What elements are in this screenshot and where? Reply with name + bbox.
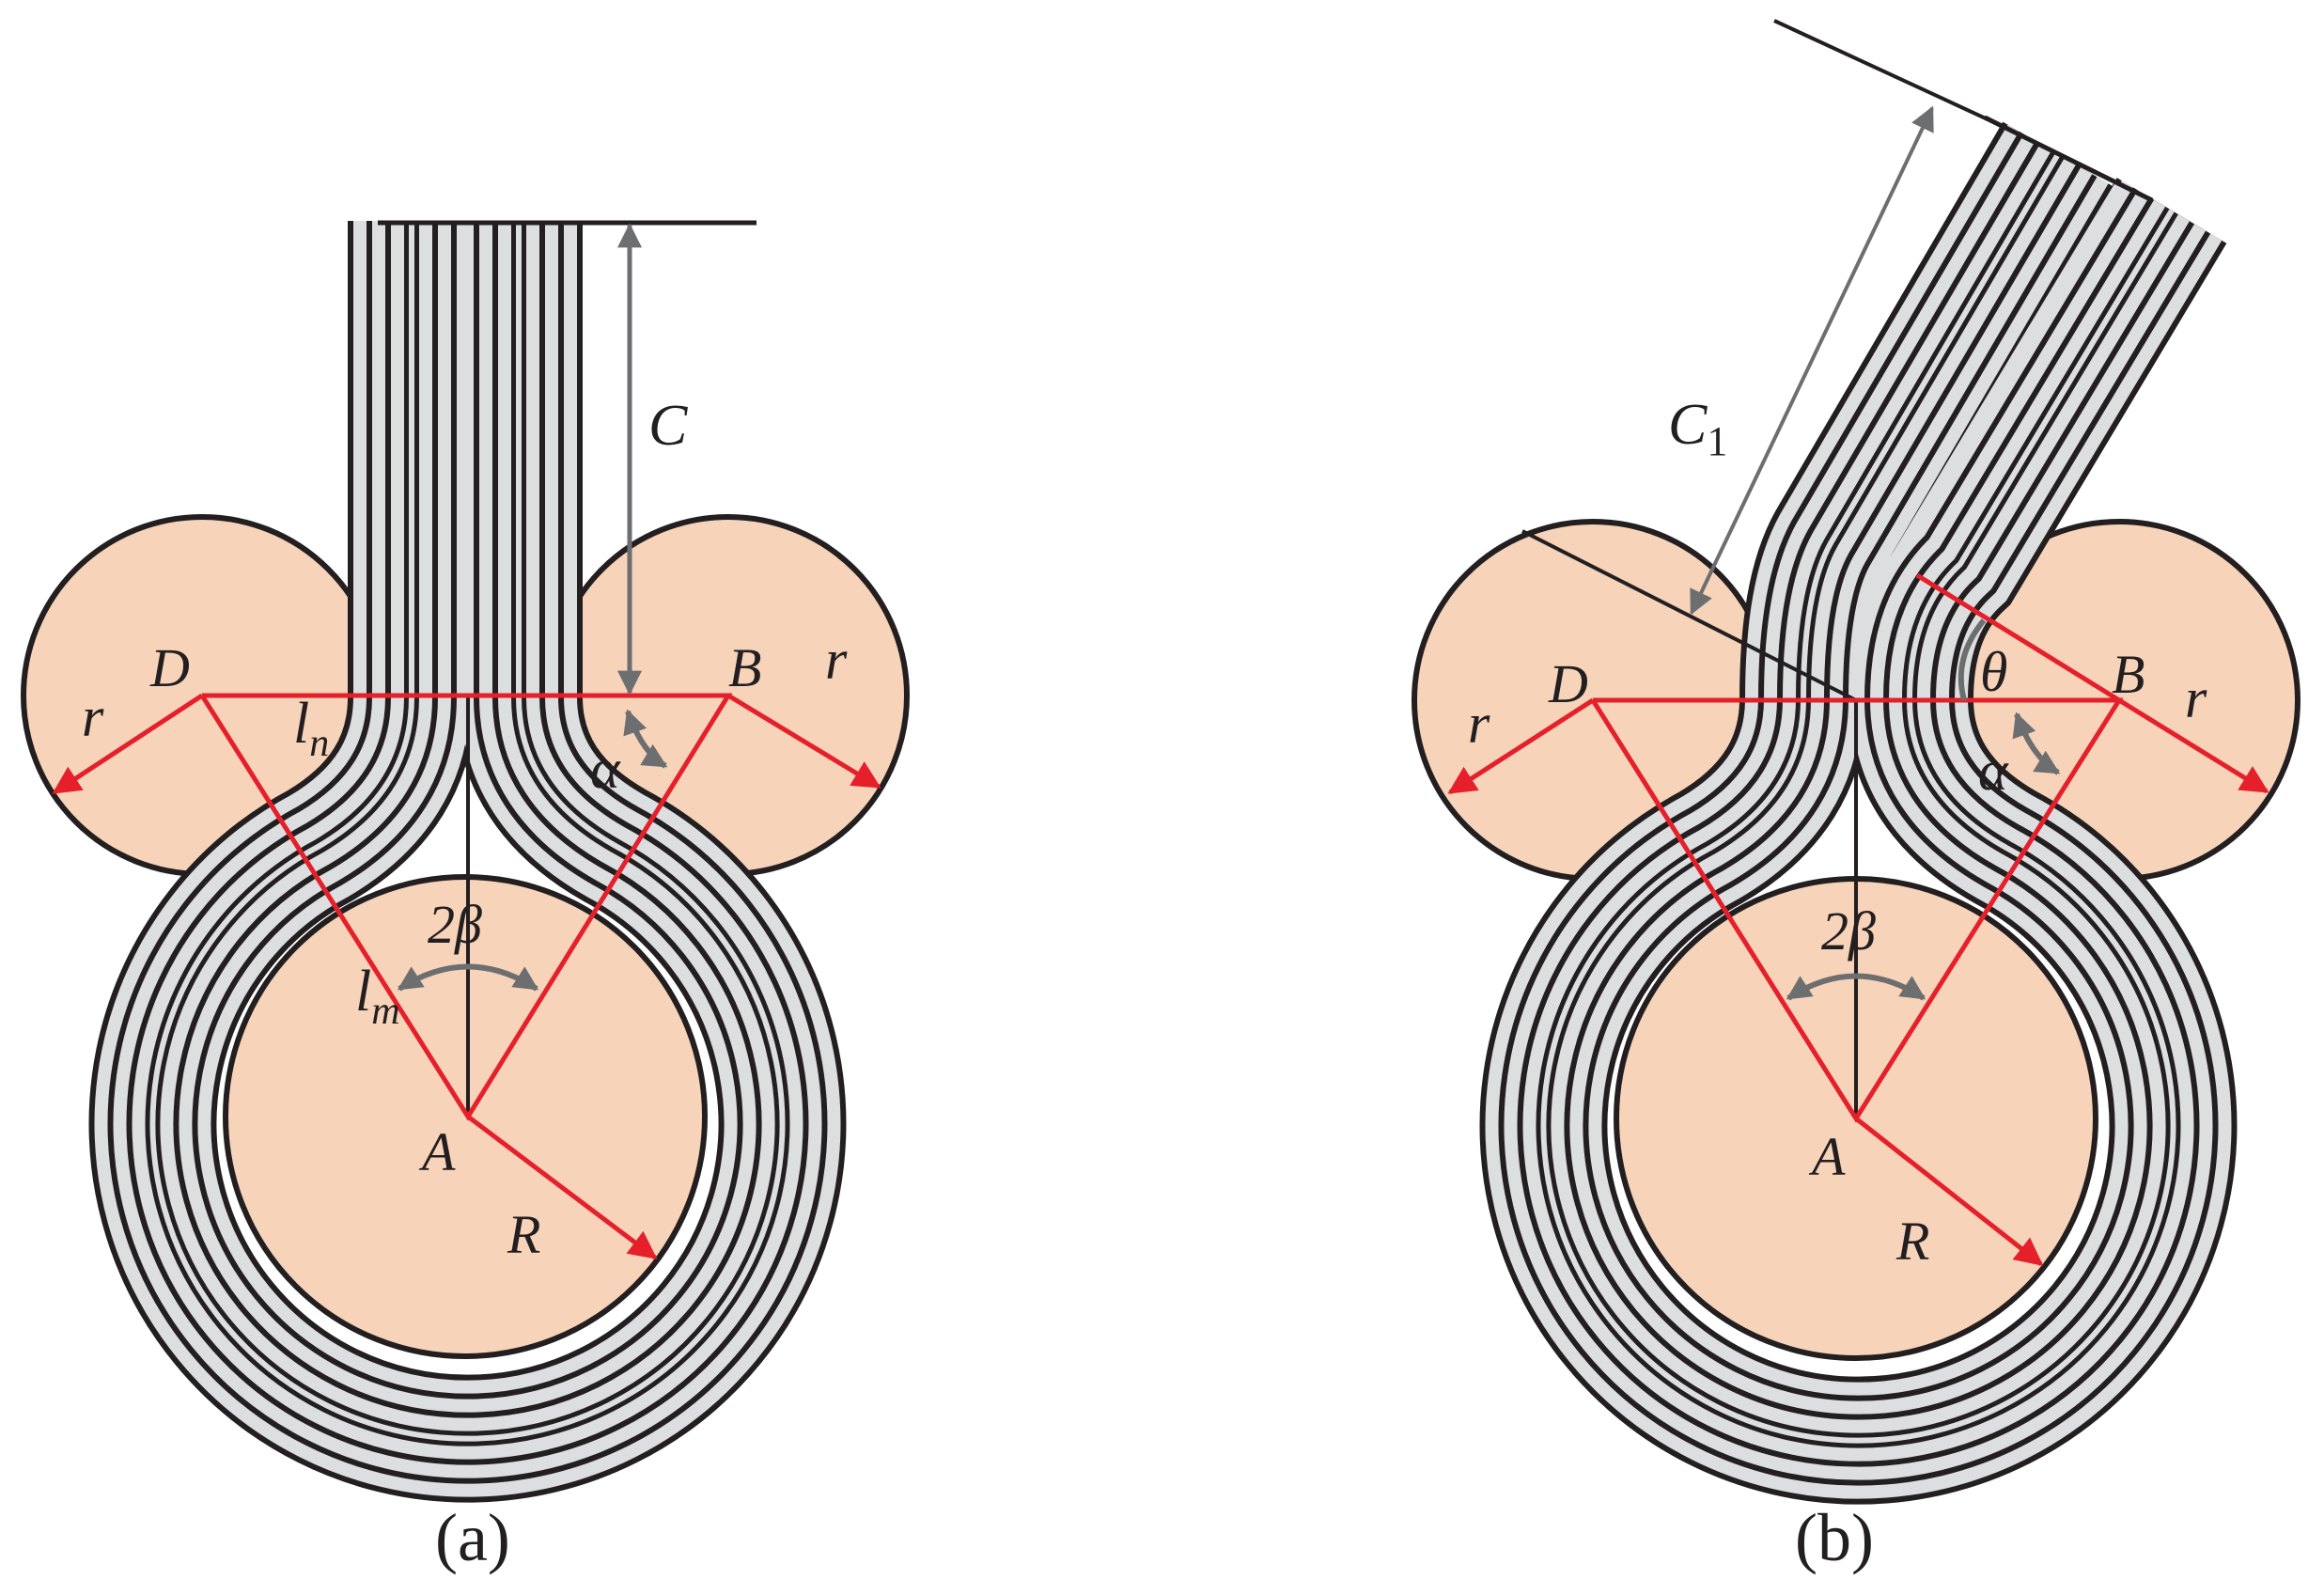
radius-R-arrow-a [466,1115,658,1259]
radius-r-left-arrow-b [1447,697,1595,795]
label-angle-2beta-a: 2β [428,894,482,955]
strip-top-edge-b [1983,115,2154,203]
caption-b: (b) [1795,1500,1874,1575]
strip-gap-fill-a [466,222,473,706]
panel-b: C1 D B A r r R θ α 2β (b) [1412,19,2301,1575]
label-point-b-a: B [728,637,761,698]
roller-bottom-a [223,874,708,1359]
caption-a: (a) [435,1500,510,1575]
label-radius-R-a: R [507,1204,540,1265]
label-point-d-a: D [149,637,190,698]
strip-bundle-a [88,221,847,1503]
label-len-m-sub-a: m [371,990,399,1033]
label-radius-r-right-b: r [2185,667,2207,729]
label-angle-alpha-b: α [1978,740,2009,802]
angle-2beta-arc-a [397,963,539,992]
label-radius-r-left-b: r [1468,693,1490,755]
strip-top-edge-ext-b [1773,19,1989,121]
dimension-c1-arrow-b [1690,105,1934,616]
radius-r-left-arrow-a [52,693,204,795]
label-point-a-b: A [1808,1126,1846,1187]
label-dim-c-a: C [648,394,688,458]
construction-lines-b [1590,697,2124,1123]
theta-ray-b [1915,572,2121,703]
label-dim-c1-base-b: C [1668,393,1708,457]
label-point-a-a: A [418,1121,456,1182]
label-dim-c1-b: C1 [1668,393,1727,464]
angle-theta-arc-b [1957,618,1987,701]
label-dim-c1-sub-b: 1 [1707,418,1727,464]
label-radius-r-right-a: r [825,629,848,691]
strip-bundle-b [1479,121,2238,1505]
label-len-n-sub-a: n [309,722,329,765]
reference-line-b [1521,529,1857,702]
label-len-m-a: lm [355,960,400,1033]
angle-alpha-arc-a [623,709,668,769]
label-point-d-b: D [1548,653,1588,714]
label-point-b-b: B [2112,644,2145,705]
label-radius-R-b: R [1895,1211,1929,1272]
label-radius-r-left-a: r [82,686,104,748]
radius-R-arrow-b [1854,1117,2044,1266]
label-len-n-base-a: l [293,692,309,756]
label-len-n-a: ln [293,692,329,765]
label-angle-2beta-b: 2β [1821,900,1876,962]
panel-a: C D B A r r R ln lm α 2β (a) [21,220,910,1575]
angle-alpha-arc-b [2012,711,2061,775]
label-angle-theta-b: θ [1980,641,2007,703]
label-angle-alpha-a: α [590,738,621,800]
radius-r-right-arrow-b [2117,697,2269,794]
radius-r-right-arrow-a [726,693,881,790]
angle-2beta-arc-b [1786,973,1926,1001]
label-len-m-base-a: l [355,960,371,1024]
construction-lines-a [199,693,733,1121]
